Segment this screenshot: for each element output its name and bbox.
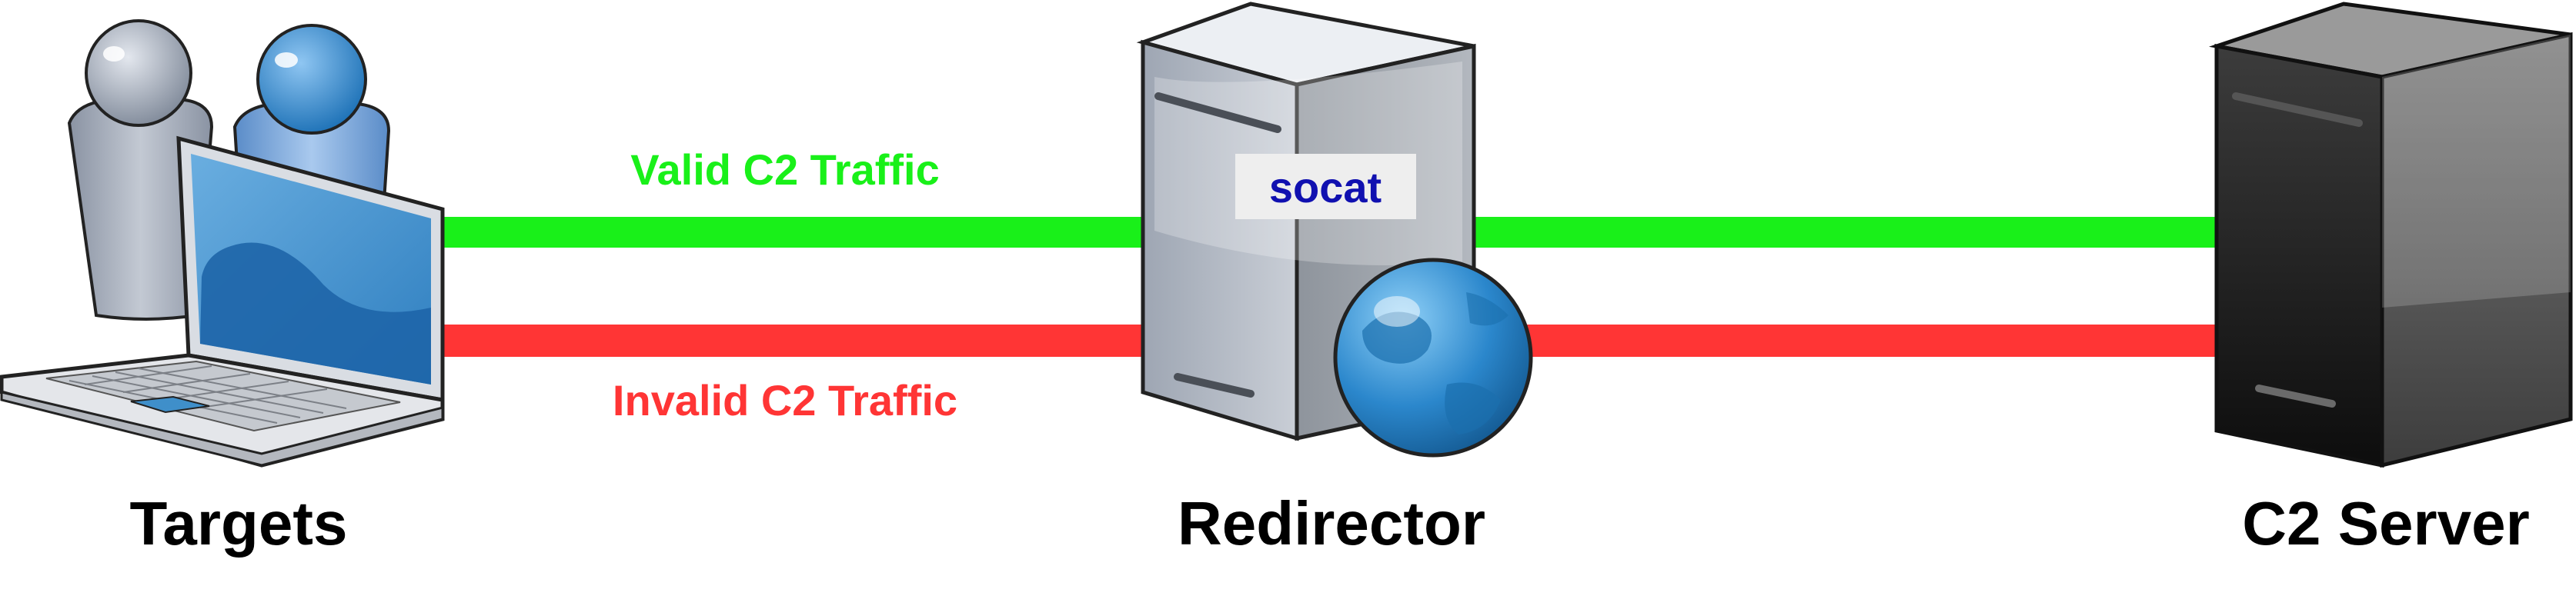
laptop-icon (0, 135, 445, 468)
redirector-label: Redirector (1178, 489, 1485, 558)
valid-traffic-line (439, 217, 2224, 248)
valid-line-targets-to-redirector (439, 217, 1147, 248)
valid-traffic-label: Valid C2 Traffic (630, 145, 940, 194)
valid-line-redirector-to-c2 (1462, 217, 2224, 248)
invalid-traffic-line (439, 325, 2224, 357)
invalid-line-redirector-to-c2 (1509, 325, 2224, 357)
socat-label: socat (1269, 163, 1382, 211)
user-grey-icon (67, 19, 214, 321)
invalid-line-targets-to-redirector (439, 325, 1147, 357)
server-tower-dark-icon (2209, 2, 2573, 468)
c2-server-label: C2 Server (2242, 489, 2530, 558)
redirector-group: socat (1136, 2, 1533, 458)
targets-group (0, 19, 445, 468)
globe-icon (1333, 258, 1533, 458)
targets-label: Targets (129, 489, 347, 558)
socat-badge (1235, 154, 1416, 219)
invalid-traffic-label: Invalid C2 Traffic (613, 376, 957, 425)
c2-server-group (2209, 2, 2573, 468)
